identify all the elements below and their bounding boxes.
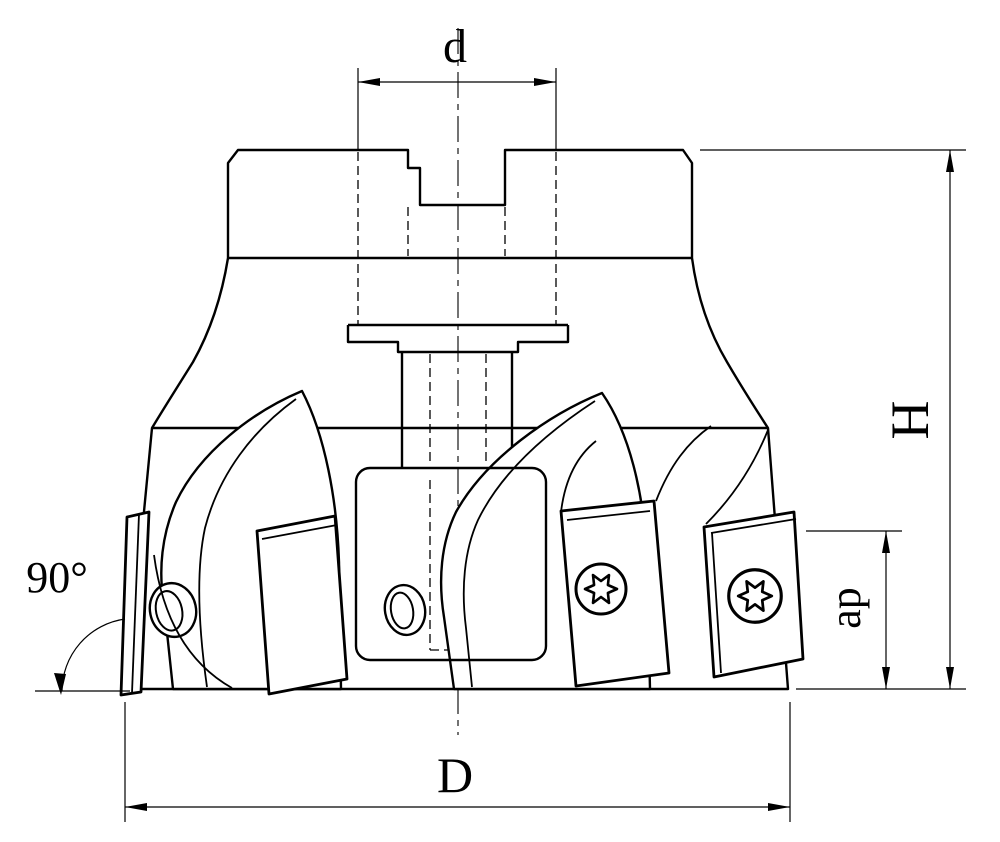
label-lead-angle: 90° <box>26 553 88 602</box>
cutter-body <box>125 148 790 691</box>
dimension-ap: ap <box>806 530 902 689</box>
dimension-D: D <box>124 702 791 822</box>
center-boss <box>346 323 570 468</box>
left-blade-face-line <box>198 398 297 688</box>
label-depth-of-cut: ap <box>821 587 870 629</box>
label-bore-diameter: d <box>443 20 467 73</box>
insert-left <box>255 514 349 696</box>
angle-annotation: 90° <box>26 553 130 695</box>
pocket-floor-arc <box>153 554 233 689</box>
angle-arrow <box>54 673 66 695</box>
screw-hole-center <box>383 583 427 637</box>
label-height: H <box>880 401 940 440</box>
pocket-outline <box>354 466 548 662</box>
insert-center-right <box>559 425 712 688</box>
insert-far-right <box>702 429 805 679</box>
dimension-H: H <box>700 149 966 690</box>
screw-hole-left <box>148 581 198 639</box>
center-pocket <box>354 466 548 662</box>
center-blade-face-line <box>462 400 596 688</box>
label-outer-diameter: D <box>437 747 473 803</box>
dimension-d: d <box>357 20 557 150</box>
insert-far-left <box>119 510 151 697</box>
